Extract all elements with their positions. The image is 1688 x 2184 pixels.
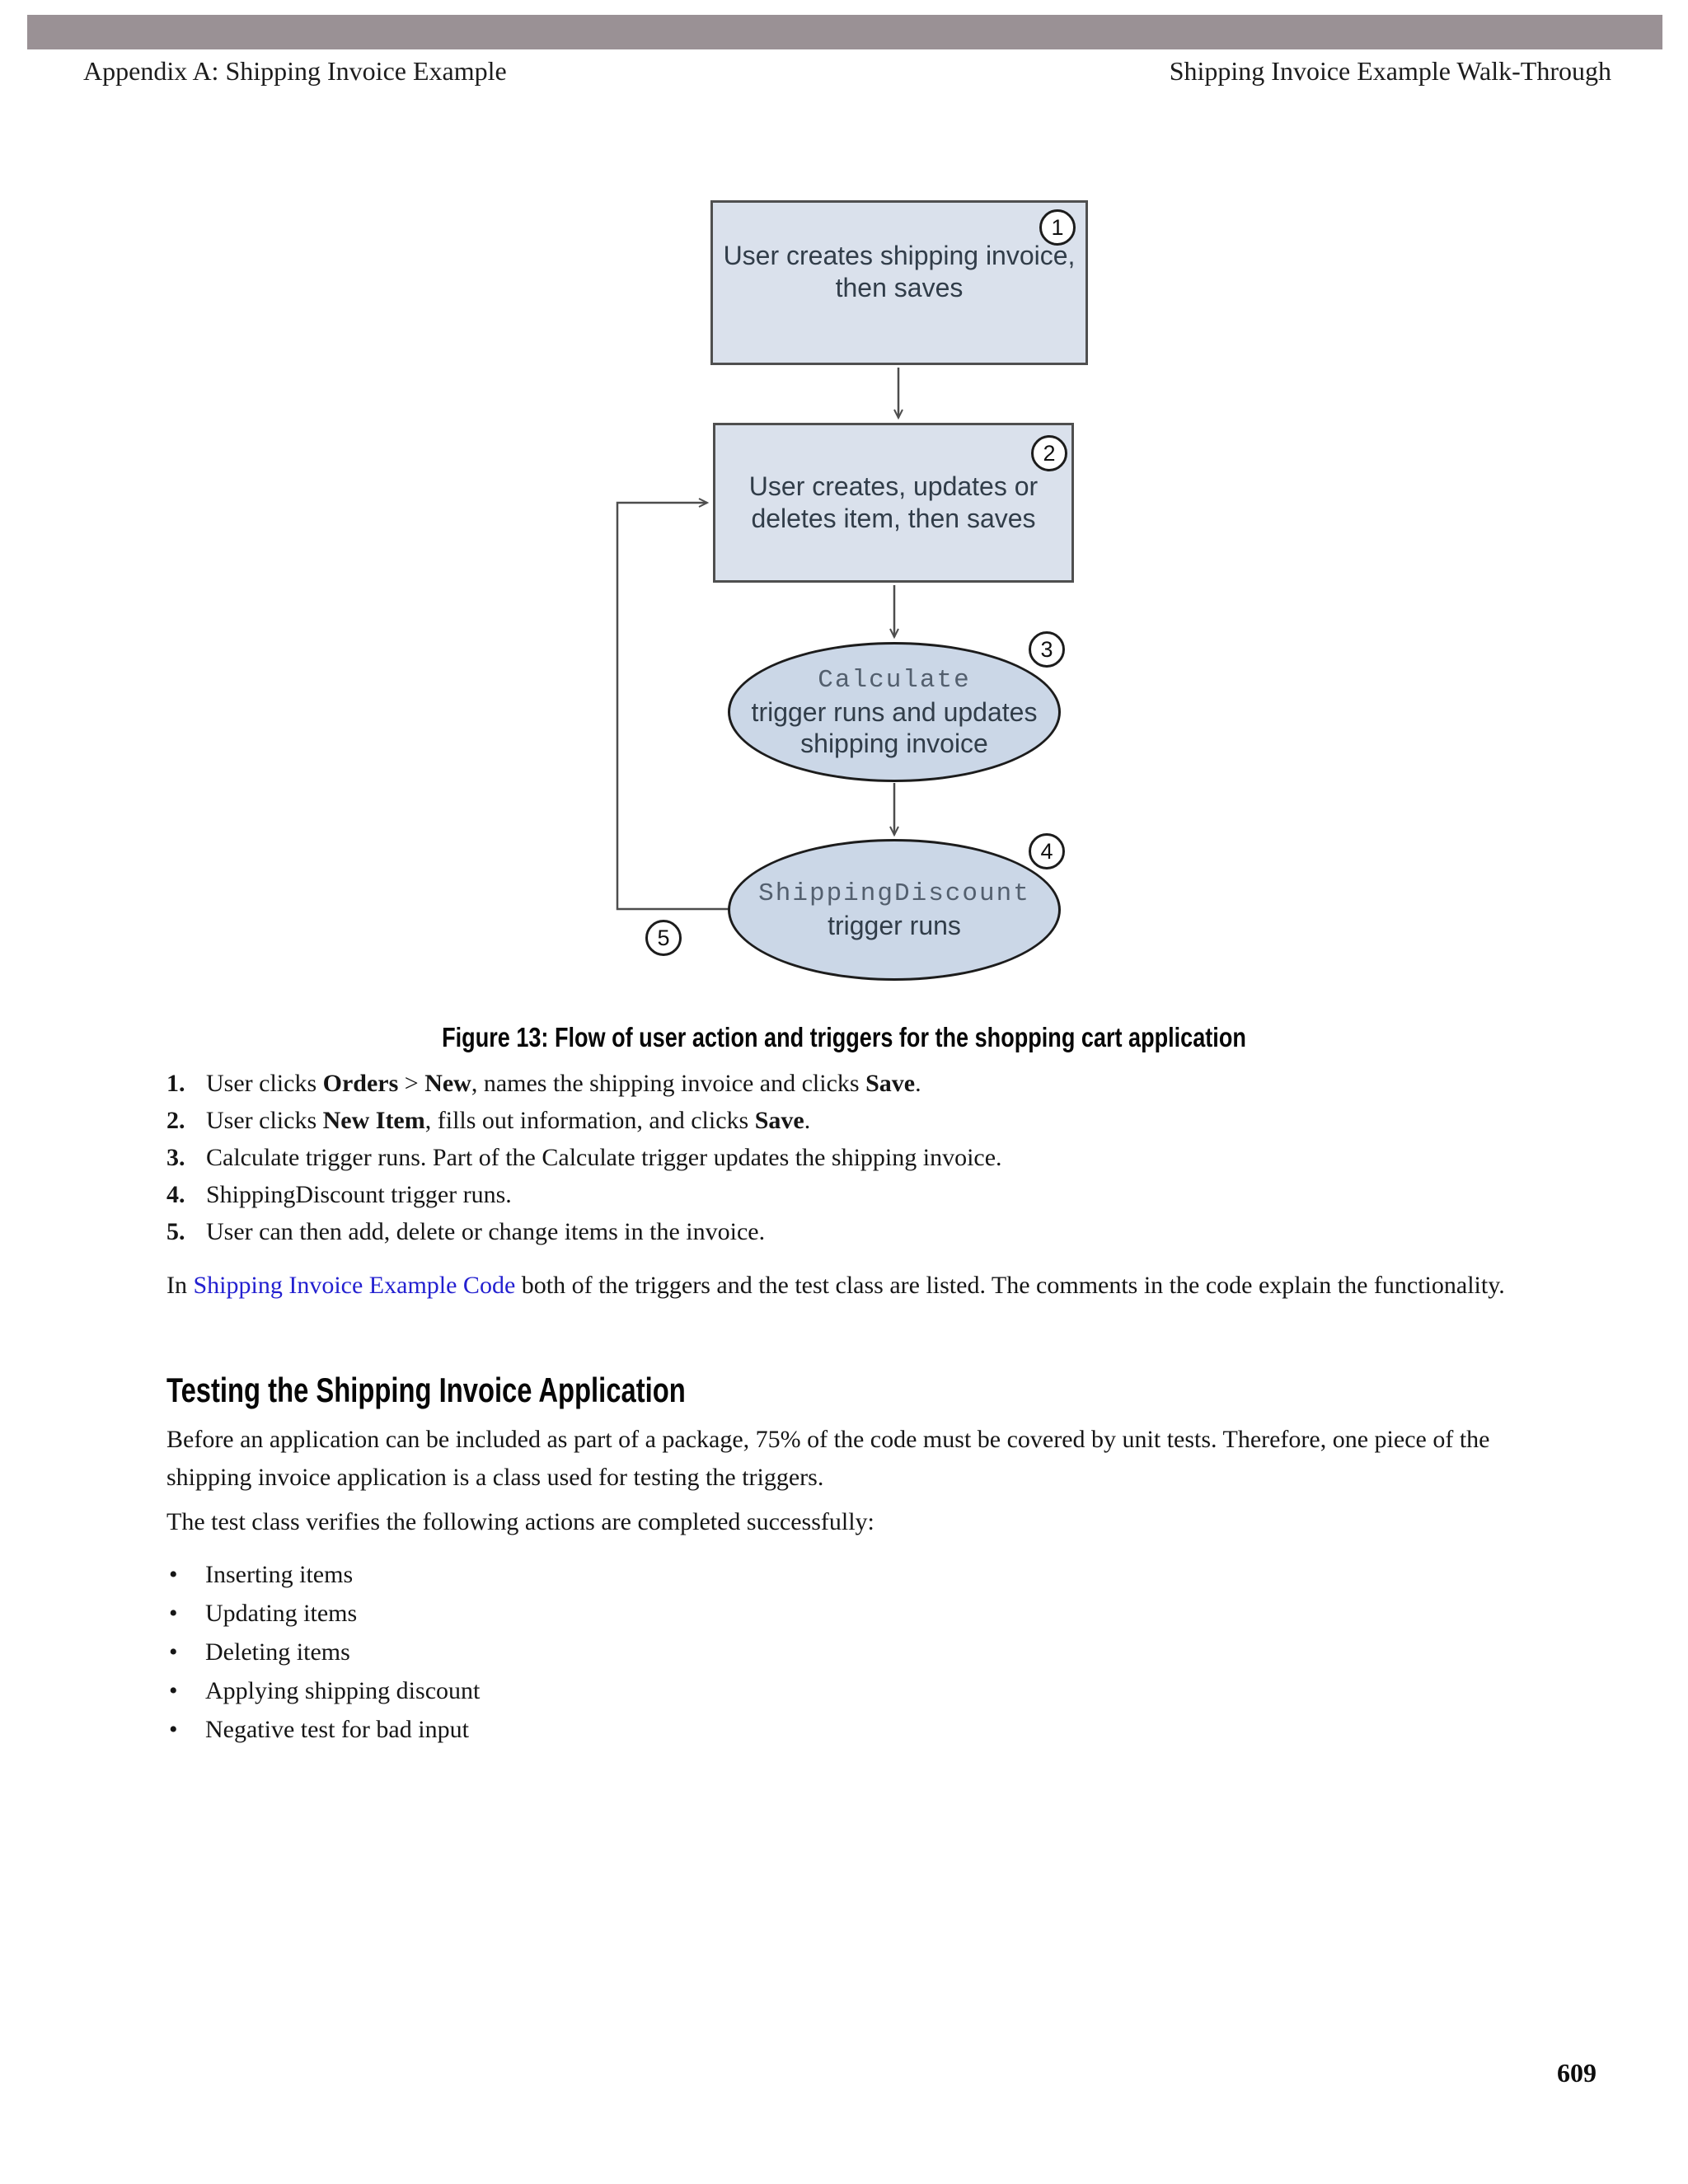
step-text: User clicks [206, 1070, 323, 1097]
bullet-text: Negative test for bad input [205, 1716, 469, 1743]
bullet-text: Applying shipping discount [205, 1677, 481, 1704]
page-number: 609 [1557, 2058, 1597, 2088]
step-text: User clicks [206, 1107, 323, 1134]
step-item-3: 3. Calculate trigger runs. Part of the Ca… [166, 1139, 1002, 1176]
header-bar [27, 15, 1662, 49]
step-item-5: 5. User can then add, delete or change it… [166, 1213, 1002, 1250]
bullet-icon: • [169, 1638, 178, 1666]
bullet-text: Deleting items [205, 1638, 350, 1666]
flow-step-2-box: User creates, updates or deletes item, t… [713, 423, 1074, 583]
bullet-text: Updating items [205, 1600, 358, 1627]
bullet-icon: • [169, 1561, 178, 1588]
running-header-left: Appendix A: Shipping Invoice Example [83, 56, 507, 86]
step-text: Calculate trigger runs. Part of the Calc… [206, 1144, 1002, 1171]
step-number-badge-3: 3 [1029, 631, 1065, 668]
list-item: • Deleting items [169, 1633, 480, 1671]
bullet-icon: • [169, 1677, 178, 1704]
step-text: . [804, 1107, 811, 1134]
section-paragraph-1: Before an application can be included as… [166, 1426, 1490, 1491]
step-number: 4. [166, 1181, 185, 1208]
calculate-trigger-name: Calculate [818, 666, 971, 695]
flow-step-2-label: User creates, updates or deletes item, t… [748, 471, 1039, 533]
bullet-icon: • [169, 1716, 178, 1743]
list-item: • Applying shipping discount [169, 1671, 480, 1710]
flow-step-3-label: trigger runs and updates shipping invoic… [751, 697, 1038, 758]
step-number-badge-2: 2 [1031, 435, 1067, 471]
step-text-bold: Orders [322, 1070, 399, 1097]
step-text: , fills out information, and clicks [424, 1107, 755, 1134]
step-number: 3. [166, 1144, 185, 1171]
step-text-bold: New [424, 1070, 471, 1097]
step-text-bold: New Item [322, 1107, 425, 1134]
figure-caption: Figure 13: Flow of user action and trigg… [442, 1022, 1246, 1052]
flow-step-4-ellipse: ShippingDiscount trigger runs [728, 839, 1061, 981]
flow-step-3-ellipse: Calculate trigger runs and updates shipp… [728, 642, 1061, 782]
flow-step-4-label: trigger runs [828, 911, 961, 940]
step-item-2: 2. User clicks New Item, fills out inform… [166, 1102, 1002, 1139]
step-number-badge-1: 1 [1039, 209, 1076, 246]
step-text: User can then add, delete or change item… [206, 1218, 766, 1245]
shippingdiscount-trigger-name: ShippingDiscount [758, 879, 1030, 908]
list-item: • Negative test for bad input [169, 1710, 480, 1749]
list-item: • Inserting items [169, 1555, 480, 1594]
step-number: 5. [166, 1218, 185, 1245]
section-heading: Testing the Shipping Invoice Application [166, 1371, 686, 1409]
step-number-badge-4: 4 [1029, 833, 1065, 869]
bullet-text: Inserting items [205, 1561, 354, 1588]
flow-step-1-box: User creates shipping invoice, then save… [710, 200, 1088, 365]
section-paragraph-2: The test class verifies the following ac… [166, 1508, 874, 1535]
step-text: ShippingDiscount trigger runs. [206, 1181, 512, 1208]
step-text: . [915, 1070, 921, 1097]
step-item-1: 1. User clicks Orders > New, names the sh… [166, 1065, 1002, 1102]
flow-step-1-label: User creates shipping invoice, then save… [723, 241, 1076, 302]
running-header-right: Shipping Invoice Example Walk-Through [1169, 56, 1611, 86]
list-item: • Updating items [169, 1594, 480, 1633]
numbered-step-list: 1. User clicks Orders > New, names the sh… [166, 1065, 1002, 1250]
running-header: Appendix A: Shipping Invoice Example Shi… [83, 56, 1611, 87]
step-text: , names the shipping invoice and clicks [471, 1070, 866, 1097]
step-number-badge-5: 5 [645, 920, 682, 956]
step-number: 2. [166, 1107, 185, 1134]
step-text-bold: Save [754, 1107, 804, 1134]
step-number: 1. [166, 1070, 185, 1097]
bullet-icon: • [169, 1600, 178, 1627]
step-text-bold: Save [865, 1070, 916, 1097]
intro-paragraph: In Shipping Invoice Example Code both of… [166, 1267, 1568, 1305]
shipping-invoice-example-code-link[interactable]: Shipping Invoice Example Code [193, 1272, 516, 1299]
intro-text: both of the triggers and the test class … [515, 1272, 1505, 1299]
step-item-4: 4. ShippingDiscount trigger runs. [166, 1176, 1002, 1213]
bullet-list: • Inserting items • Updating items • Deleti… [169, 1555, 480, 1749]
step-text: > [398, 1070, 425, 1097]
intro-text: In [166, 1272, 194, 1299]
